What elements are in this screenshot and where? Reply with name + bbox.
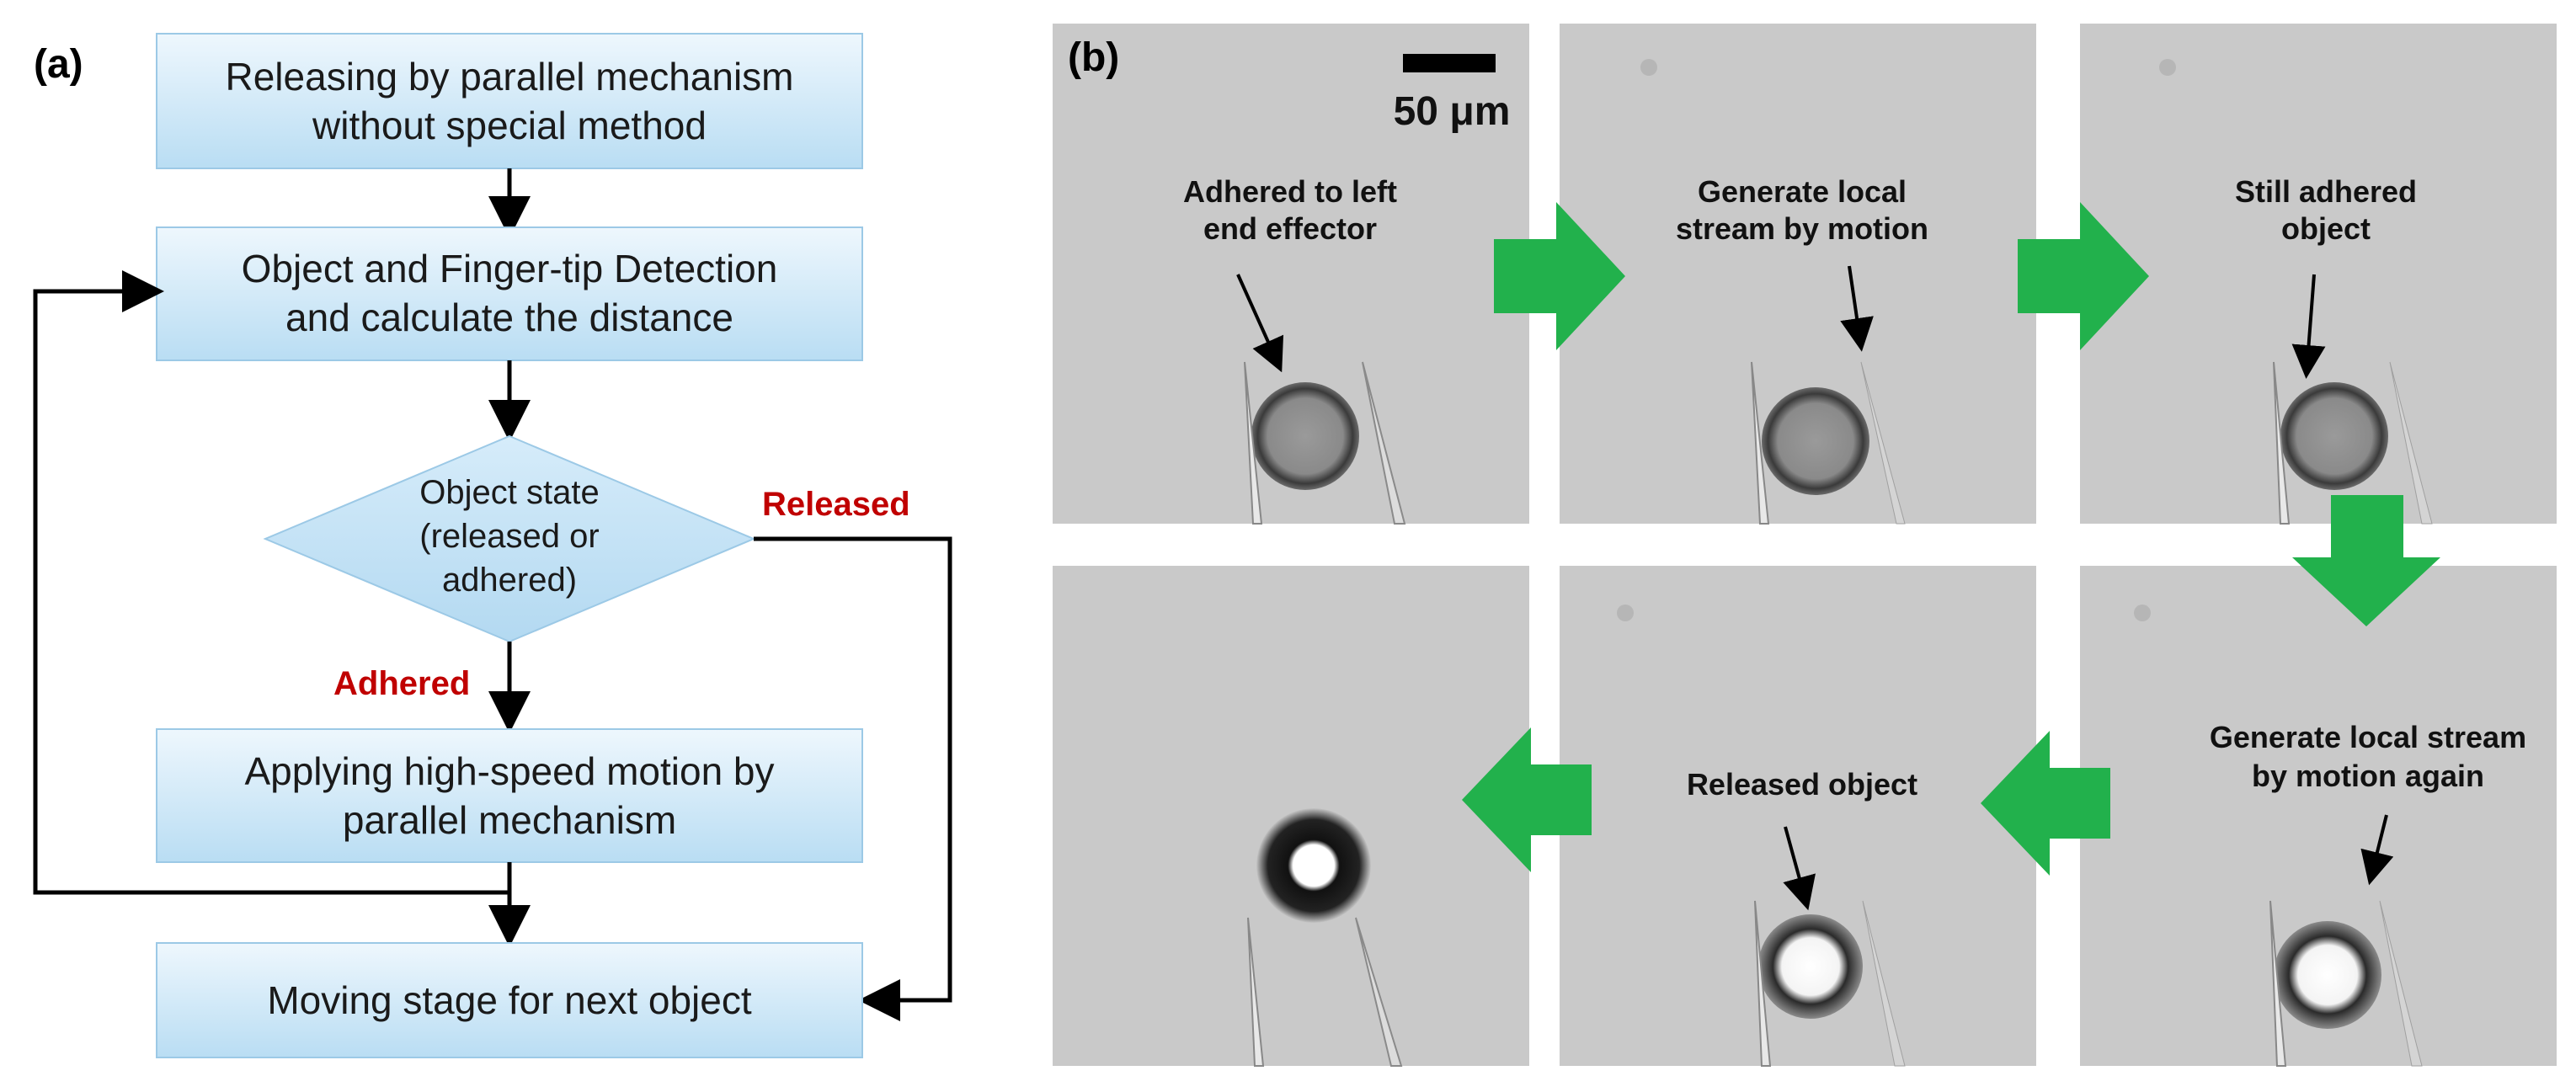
- frame5-caption: Released object: [1687, 767, 1917, 802]
- frame-2: [1560, 24, 2036, 525]
- frame3-caption-line2: object: [2281, 211, 2371, 246]
- loop-back-arrow: [33, 270, 509, 895]
- annotation-frame3: Still adhered object: [2235, 174, 2417, 379]
- annotation-frame6: Generate local stream by motion again: [2210, 720, 2526, 886]
- adhered-label: Adhered: [333, 665, 470, 702]
- frame1-caption-line2: end effector: [1203, 211, 1377, 246]
- pointer-frame6: [2360, 814, 2394, 886]
- flow-box-release: Releasing by parallel mechanism without …: [156, 33, 863, 169]
- frame2-caption-line1: Generate local: [1698, 174, 1907, 209]
- box2-line2: and calculate the distance: [285, 296, 733, 339]
- green-arrow-2-3: [2018, 202, 2149, 350]
- pointer-frame2: [1840, 265, 1874, 352]
- decision-object-state: Object state (released or adhered): [263, 434, 756, 643]
- box3-line2: parallel mechanism: [343, 798, 676, 842]
- released-path-arrow: [754, 536, 952, 1021]
- frame6-caption-line2: by motion again: [2252, 759, 2484, 793]
- annotation-frame5: Released object: [1687, 767, 1917, 911]
- panel-b-label: (b): [1068, 35, 1119, 80]
- released-label: Released: [762, 486, 910, 523]
- box3-line1: Applying high-speed motion by: [244, 749, 774, 793]
- pointer-frame1: [1236, 274, 1284, 373]
- pointer-frame3: [2291, 274, 2326, 379]
- decision-line1: Object state: [419, 474, 599, 511]
- frame-3: [2080, 24, 2557, 525]
- frame1-caption-line1: Adhered to left: [1183, 174, 1397, 209]
- green-arrow-3-6: [2292, 495, 2440, 626]
- green-arrow-6-5: [1981, 731, 2110, 876]
- green-arrow-5-4: [1462, 727, 1592, 872]
- scale-bar-text: 50 μm: [1394, 89, 1511, 134]
- frame-4: [1053, 566, 1529, 1067]
- frame-1: [1053, 24, 1529, 525]
- frame2-caption-line2: stream by motion: [1676, 211, 1928, 246]
- green-arrow-1-2: [1494, 202, 1625, 350]
- box1-line1: Releasing by parallel mechanism: [226, 55, 794, 99]
- annotation-frame1: Adhered to left end effector: [1183, 174, 1397, 373]
- pointer-frame5: [1783, 826, 1816, 911]
- flow-box-moving-stage: Moving stage for next object: [156, 942, 863, 1058]
- box1-line2: without special method: [312, 104, 707, 147]
- flow-box-high-speed: Applying high-speed motion by parallel m…: [156, 728, 863, 863]
- frame3-caption-line1: Still adhered: [2235, 174, 2417, 209]
- annotation-frame2: Generate local stream by motion: [1676, 174, 1928, 352]
- frame-6: [2080, 566, 2557, 1067]
- decision-line2: (released or: [419, 518, 599, 555]
- flow-box-detection: Object and Finger-tip Detection and calc…: [156, 226, 863, 361]
- panel-a-label: (a): [34, 42, 83, 87]
- decision-line3: adhered): [442, 562, 577, 599]
- scale-bar: [1403, 54, 1496, 72]
- box4-text: Moving stage for next object: [267, 978, 752, 1022]
- frame-5: [1560, 566, 2036, 1067]
- box2-line1: Object and Finger-tip Detection: [242, 247, 778, 290]
- frame6-caption-line1: Generate local stream: [2210, 720, 2526, 754]
